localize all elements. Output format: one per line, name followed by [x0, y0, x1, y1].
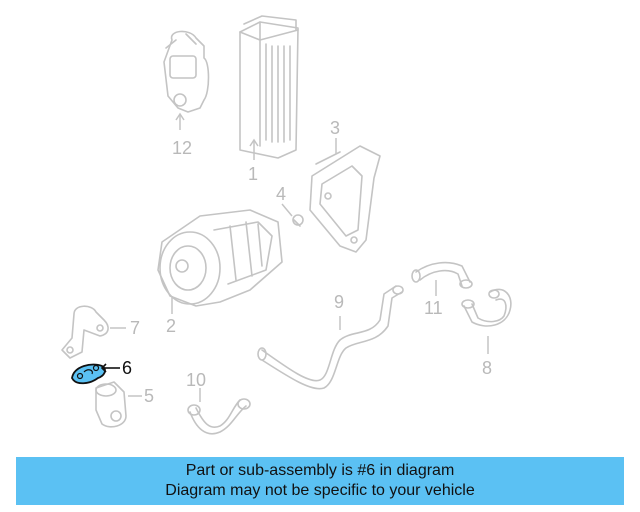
parts-diagram: 12 1 3 4 2 [61, 15, 512, 435]
info-banner: Part or sub-assembly is #6 in diagram Di… [16, 457, 624, 505]
part-8-hose [461, 288, 512, 354]
part-1-canister [239, 15, 299, 160]
part-5-fitting [95, 381, 142, 428]
callout-1: 1 [248, 164, 258, 184]
part-2-air-pump [157, 209, 283, 314]
callout-11: 11 [424, 298, 443, 318]
part-7-pipe [61, 305, 126, 359]
banner-line-1: Part or sub-assembly is #6 in diagram [185, 462, 455, 479]
callout-7: 7 [130, 318, 140, 338]
callout-10: 10 [186, 370, 206, 390]
callout-8: 8 [482, 358, 492, 378]
part-9-hose [257, 285, 404, 390]
part-10-hose [187, 388, 251, 435]
part-11-hose [411, 261, 473, 296]
callout-3: 3 [330, 118, 340, 138]
part-6-gasket [71, 363, 120, 385]
part-3-bracket [309, 138, 381, 253]
banner-line-2: Diagram may not be specific to your vehi… [165, 482, 475, 499]
callout-6: 6 [122, 358, 132, 378]
callout-12: 12 [172, 138, 192, 158]
part-4-bolt [281, 203, 304, 227]
callout-5: 5 [144, 386, 154, 406]
part-12-valve [163, 30, 210, 130]
callout-4: 4 [276, 184, 286, 204]
callout-2: 2 [166, 316, 176, 336]
callout-9: 9 [334, 292, 344, 312]
